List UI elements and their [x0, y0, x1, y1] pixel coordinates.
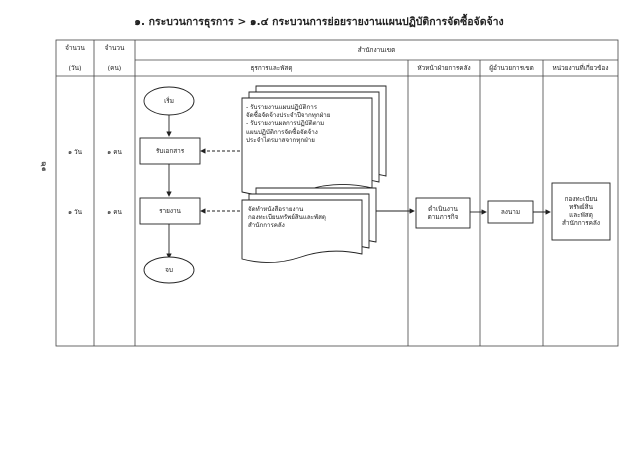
row2-people: ๑ คน [107, 208, 122, 216]
related-text: กองทะเบียน ทรัพย์สิน และพัสดุ สำนักการคล… [552, 195, 610, 227]
doc1-line: แผนปฏิบัติการจัดซื้อจัดจ้าง [246, 128, 318, 136]
col-admin-header: ธุรการและพัสดุ [250, 64, 293, 72]
related-line: กองทะเบียน [564, 195, 598, 203]
finance-text: ดำเนินงาน ตามภารกิจ [416, 205, 470, 221]
document-stack-1 [241, 85, 387, 197]
col-related-header: หน่วยงานที่เกี่ยวข้อง [552, 64, 609, 72]
doc1-line: จัดซื้อจัดจ้างประจำปีจากทุกฝ่าย [246, 112, 331, 120]
col-finance-head-header: หัวหน้าฝ่ายการคลัง [417, 64, 471, 72]
doc1-line: ประจำไตรมาสจากทุกฝ่าย [246, 136, 315, 144]
receive-label: รับเอกสาร [155, 147, 185, 155]
table-grid [55, 39, 619, 347]
director-process-box [487, 200, 534, 224]
doc2-text: จัดทำหนังสือรายงาน กองทะเบียนทรัพย์สินแล… [248, 206, 326, 231]
start-label: เริ่ม [164, 97, 174, 105]
related-process-box [551, 182, 611, 241]
related-line: สำนักการคลัง [562, 219, 600, 227]
page-title: ๑. กระบวนการธุรการ > ๑.๔ กระบวนการย่อยรา… [134, 16, 504, 28]
receive-process-box [139, 137, 201, 165]
finance-line: ตามภารกิจ [427, 213, 459, 221]
people-header-line1: จำนวน [104, 44, 125, 52]
finance-line: ดำเนินงาน [428, 205, 458, 213]
col-director-header: ผู้อำนวยการเขต [489, 64, 534, 72]
row1-people: ๑ คน [107, 148, 122, 156]
row2-days: ๑ วัน [67, 208, 83, 216]
start-terminator [143, 86, 195, 116]
doc2-line: สำนักการคลัง [248, 222, 285, 230]
people-header-line2: (คน) [107, 64, 122, 72]
report-process-box [139, 197, 201, 225]
related-line: ทรัพย์สิน [569, 203, 593, 211]
end-label: จบ [165, 266, 173, 274]
related-line: และพัสดุ [569, 211, 593, 219]
document-stack-2 [241, 187, 377, 263]
director-text: ลงนาม [500, 208, 521, 216]
row1-days: ๑ วัน [67, 148, 83, 156]
report-label: รายงาน [159, 207, 181, 215]
doc2-line: จัดทำหนังสือรายงาน [248, 206, 304, 213]
days-header-line2: (วัน) [68, 64, 82, 72]
doc1-line: - รับรายงานผลการปฏิบัติตาม [246, 120, 325, 128]
days-header-line1: จำนวน [65, 44, 85, 52]
doc2-line: กองทะเบียนทรัพย์สินและพัสดุ [248, 214, 326, 222]
finance-process-box [415, 197, 471, 229]
end-terminator [143, 256, 195, 284]
doc1-line: - รับรายงานแผนปฏิบัติการ [246, 104, 318, 111]
office-header: สำนักงานเขต [357, 46, 396, 54]
doc1-text: - รับรายงานแผนปฏิบัติการ จัดซื้อจัดจ้างป… [246, 104, 330, 145]
